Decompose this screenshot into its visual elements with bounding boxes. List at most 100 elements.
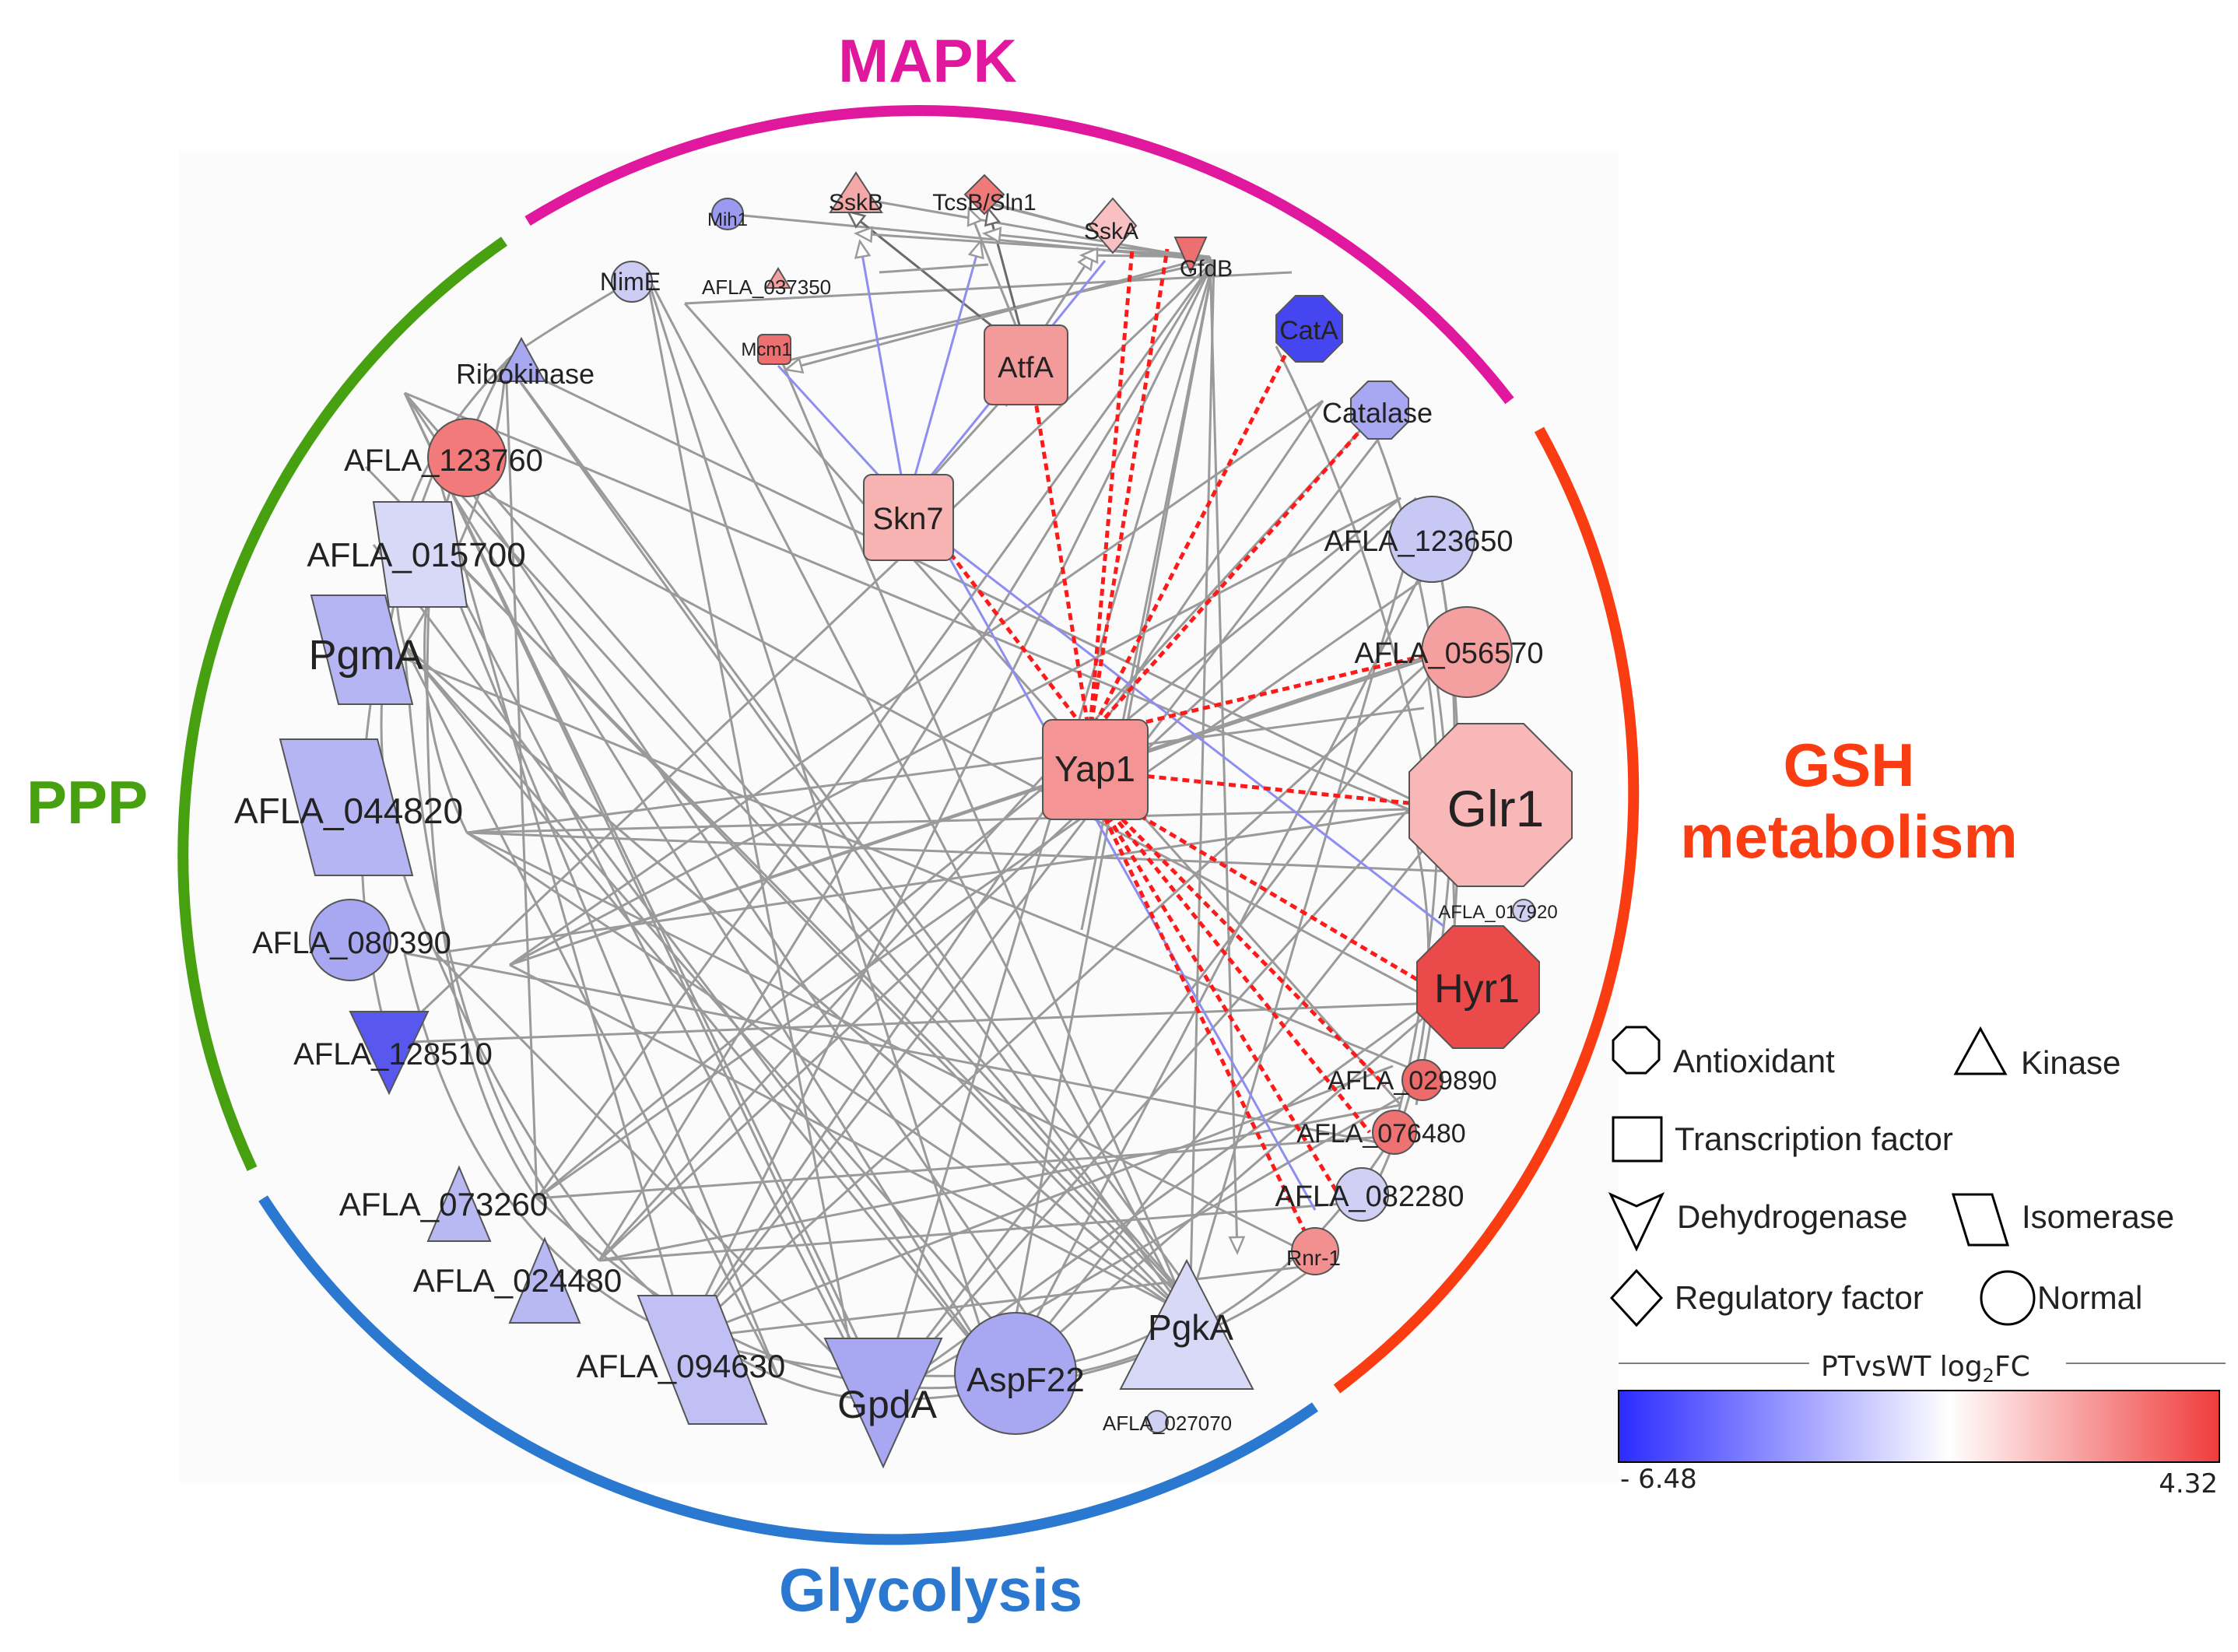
legend-dehydrogenase-icon <box>1608 1191 1665 1252</box>
label-rnr1: Rnr-1 <box>1286 1246 1341 1270</box>
node-atfa[interactable] <box>984 324 1068 405</box>
edges-red <box>936 248 1440 1254</box>
label-gfdb: GfdB <box>1180 256 1233 282</box>
label-skn7: Skn7 <box>872 502 943 536</box>
label-atfa: AtfA <box>998 352 1054 384</box>
node-nime[interactable] <box>611 261 653 303</box>
node-rnr1[interactable] <box>1291 1227 1339 1275</box>
node-hyr1[interactable] <box>1416 925 1540 1049</box>
node-afla-044820[interactable] <box>279 738 414 876</box>
label-aspf22: AspF22 <box>966 1361 1085 1399</box>
node-ribokinase[interactable] <box>496 336 546 382</box>
label-catalase: Catalase <box>1322 397 1433 429</box>
legend: Antioxidant Kinase Transcription factor … <box>1608 1026 2226 1499</box>
node-afla-080390[interactable] <box>309 899 391 981</box>
node-cata[interactable] <box>1275 295 1343 363</box>
node-afla-094630[interactable] <box>637 1295 768 1425</box>
pathway-arcs <box>177 105 1640 1545</box>
scale-max-label: 4.32 <box>2159 1468 2218 1499</box>
node-skn7[interactable] <box>863 474 954 561</box>
label-mcm1: Mcm1 <box>741 339 791 360</box>
label-afla-123760: AFLA_123760 <box>344 444 543 478</box>
ppp-label: PPP <box>26 768 148 837</box>
node-tcsb[interactable] <box>963 174 1005 216</box>
legend-transcription-factor-label: Transcription factor <box>1675 1121 1953 1157</box>
legend-normal-icon <box>1980 1270 2036 1326</box>
label-ribokinase: Ribokinase <box>456 358 595 390</box>
legend-antioxidant-label: Antioxidant <box>1673 1043 1835 1079</box>
scale-min-label: - 6.48 <box>1620 1464 1697 1495</box>
node-afla-056570[interactable] <box>1421 606 1513 698</box>
gsh-arc <box>1333 426 1640 1394</box>
node-afla-015700[interactable] <box>372 501 468 608</box>
node-afla-024480[interactable] <box>508 1236 581 1324</box>
legend-regulatory-factor-label: Regulatory factor <box>1675 1279 1924 1316</box>
node-afla-123650[interactable] <box>1388 496 1475 583</box>
legend-regulatory-factor-icon <box>1609 1268 1664 1328</box>
label-afla-073260: AFLA_073260 <box>339 1186 549 1222</box>
label-pgka: PgkA <box>1148 1307 1233 1348</box>
node-sskb[interactable] <box>829 171 883 213</box>
glycolysis-label: Glycolysis <box>779 1556 1082 1624</box>
label-afla-027070: AFLA_027070 <box>1103 1412 1232 1435</box>
node-afla-073260[interactable] <box>426 1165 492 1242</box>
label-afla-128510: AFLA_128510 <box>293 1037 493 1072</box>
ppp-arc <box>177 237 507 1171</box>
node-pgka[interactable] <box>1119 1258 1254 1390</box>
node-afla-076480[interactable] <box>1372 1110 1417 1155</box>
node-mcm1[interactable] <box>757 334 791 365</box>
nodes <box>279 171 1573 1469</box>
label-afla-082280: AFLA_082280 <box>1275 1180 1465 1213</box>
node-afla-082280[interactable] <box>1335 1167 1389 1222</box>
label-tcsb: TcsB/Sln1 <box>932 190 1036 216</box>
label-pgma: PgmA <box>308 632 423 679</box>
label-yap1: Yap1 <box>1054 749 1135 789</box>
legend-isomerase-icon <box>1951 1193 2010 1247</box>
node-pgma[interactable] <box>310 595 414 705</box>
label-afla-080390: AFLA_080390 <box>252 926 451 960</box>
label-gpda: GpdA <box>837 1383 938 1426</box>
label-afla-044820: AFLA_044820 <box>234 791 463 831</box>
node-afla-027070[interactable] <box>1145 1410 1169 1433</box>
node-catalase[interactable] <box>1350 381 1409 440</box>
node-afla-037350[interactable] <box>765 267 791 289</box>
node-afla-029890[interactable] <box>1401 1059 1443 1101</box>
node-sska[interactable] <box>1088 197 1138 254</box>
node-aspf22[interactable] <box>954 1312 1077 1435</box>
legend-isomerase-label: Isomerase <box>2022 1198 2174 1235</box>
node-yap1[interactable] <box>1042 719 1149 820</box>
label-cata: CatA <box>1279 316 1338 345</box>
label-mih1: Mih1 <box>707 209 748 230</box>
node-gpda[interactable] <box>823 1338 943 1469</box>
glycolysis-arc <box>258 1195 1318 1545</box>
node-afla-017920[interactable] <box>1512 899 1535 922</box>
label-afla-037350: AFLA_037350 <box>702 275 831 299</box>
edges-blue <box>936 535 1444 1211</box>
label-afla-024480: AFLA_024480 <box>413 1262 623 1299</box>
mapk-arc <box>524 105 1514 405</box>
label-afla-123650: AFLA_123650 <box>1324 525 1514 558</box>
legend-kinase-icon <box>1953 1026 2008 1075</box>
legend-kinase-label: Kinase <box>2021 1044 2120 1081</box>
color-scale-bar <box>1618 1390 2220 1463</box>
scale-title: PTvsWT log2FC <box>1821 1351 2030 1387</box>
legend-normal-label: Normal <box>2037 1279 2142 1316</box>
gsh-label-line2: metabolism <box>1680 802 2017 871</box>
legend-dehydrogenase-label: Dehydrogenase <box>1677 1198 1908 1235</box>
label-sskb: SskB <box>829 190 883 216</box>
node-mih1[interactable] <box>711 198 744 230</box>
label-hyr1: Hyr1 <box>1434 966 1520 1012</box>
label-nime: NimE <box>600 268 661 296</box>
node-gfdb[interactable] <box>1173 237 1208 275</box>
label-afla-029890: AFLA_029890 <box>1328 1066 1496 1096</box>
node-afla-123760[interactable] <box>427 418 507 497</box>
legend-antioxidant-icon <box>1612 1026 1661 1075</box>
node-glr1[interactable] <box>1408 723 1573 887</box>
label-afla-017920: AFLA_017920 <box>1438 902 1557 923</box>
label-afla-015700: AFLA_015700 <box>307 536 525 574</box>
label-afla-094630: AFLA_094630 <box>577 1348 786 1384</box>
node-afla-128510[interactable] <box>349 1011 430 1096</box>
label-afla-056570: AFLA_056570 <box>1355 637 1544 670</box>
label-afla-076480: AFLA_076480 <box>1296 1119 1465 1149</box>
